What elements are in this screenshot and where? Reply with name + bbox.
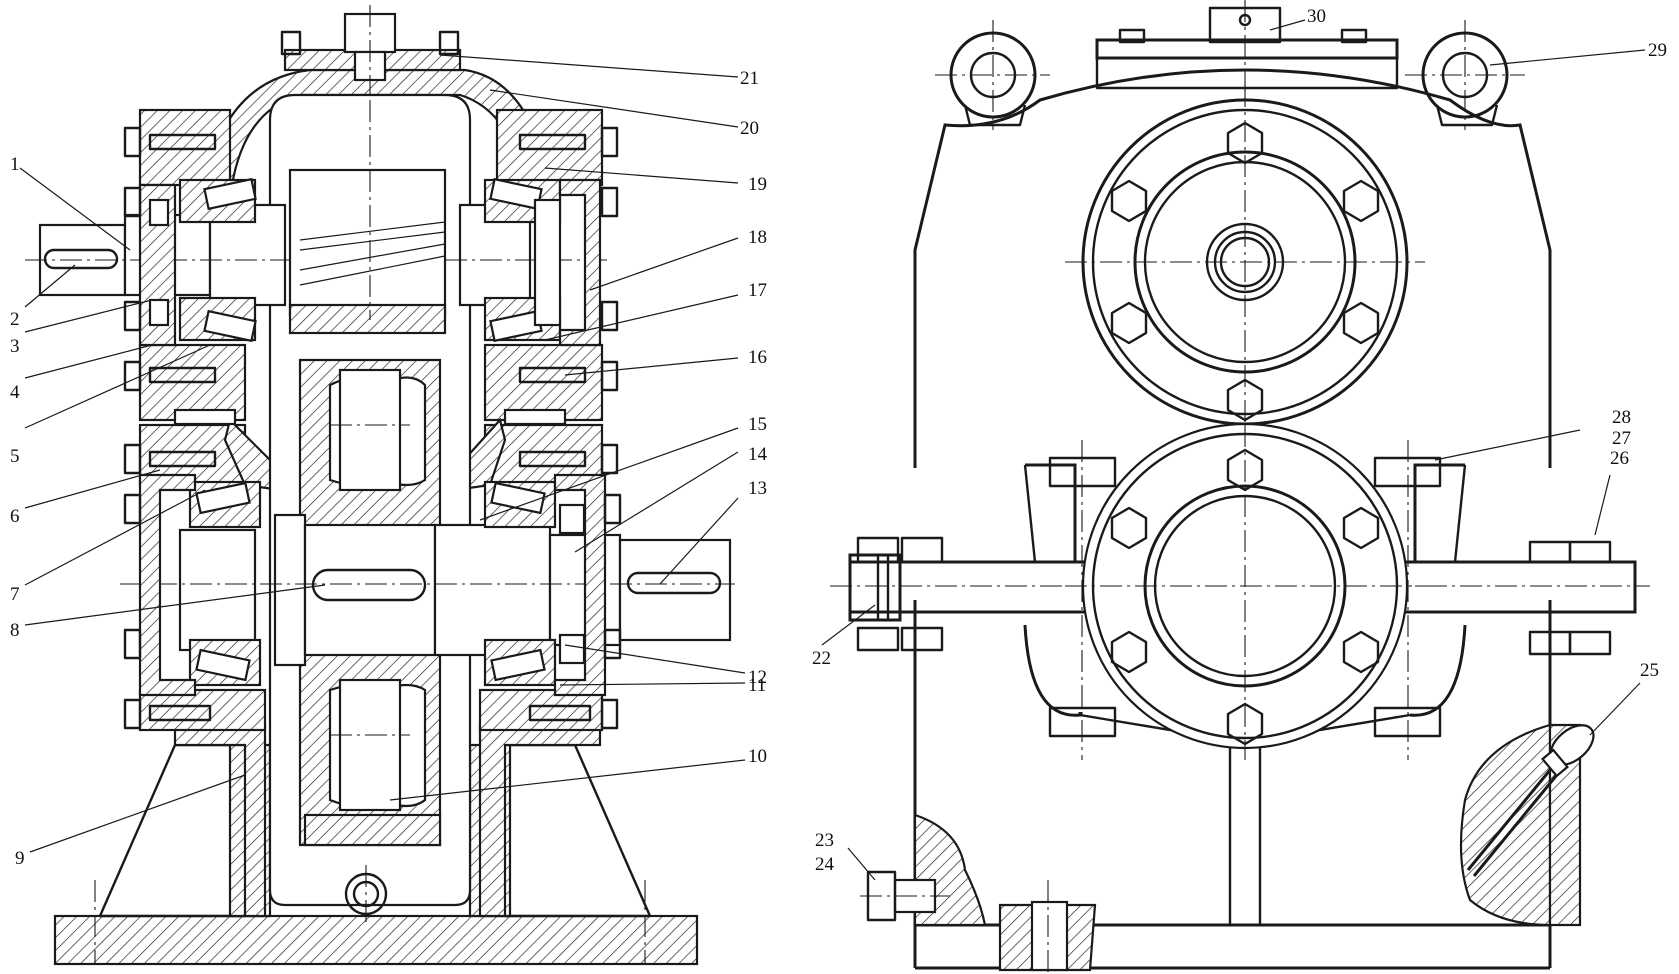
upper-end-caps xyxy=(138,178,602,347)
base-plate xyxy=(53,880,699,966)
callout-7: 7 xyxy=(10,584,20,605)
callout-21: 21 xyxy=(740,68,759,89)
drain-plug xyxy=(344,865,388,925)
left-section-view xyxy=(25,5,735,966)
flange-bolts xyxy=(856,440,1612,760)
side-drain-plug xyxy=(860,813,987,927)
callout-20: 20 xyxy=(740,118,759,139)
callout-14: 14 xyxy=(748,444,768,465)
callout-24: 24 xyxy=(815,854,835,875)
callout-19: 19 xyxy=(748,174,767,195)
callout-labels: 1 2 3 4 5 6 7 8 9 10 11 12 13 14 15 16 1… xyxy=(10,6,1667,875)
callout-1: 1 xyxy=(10,154,20,175)
upper-bearing-cover xyxy=(1065,85,1425,440)
callout-27: 27 xyxy=(1612,428,1631,449)
callout-3: 3 xyxy=(10,336,20,357)
inspection-cover xyxy=(1095,0,1399,100)
callout-15: 15 xyxy=(748,414,767,435)
lifting-eye-right xyxy=(1405,20,1525,130)
callout-18: 18 xyxy=(748,227,767,248)
callout-26: 26 xyxy=(1610,448,1629,469)
split-slots xyxy=(173,408,567,426)
leader-lines xyxy=(19,19,1646,881)
callout-17: 17 xyxy=(748,280,767,301)
upper-housing xyxy=(913,68,1552,468)
bolts-upper xyxy=(123,30,619,730)
cover-bolts xyxy=(1110,121,1380,746)
callout-29: 29 xyxy=(1648,40,1667,61)
callout-12: 12 xyxy=(748,667,767,688)
output-shaft xyxy=(120,513,735,667)
callout-28: 28 xyxy=(1612,407,1631,428)
callout-25: 25 xyxy=(1640,660,1659,681)
upper-bearings xyxy=(178,177,562,343)
callout-13: 13 xyxy=(748,478,767,499)
callout-10: 10 xyxy=(748,746,767,767)
right-exterior-view xyxy=(830,0,1650,974)
callout-16: 16 xyxy=(748,347,767,368)
oil-dipstick xyxy=(1459,723,1595,927)
lower-bearings xyxy=(188,480,557,687)
callout-2: 2 xyxy=(10,309,20,330)
callout-5: 5 xyxy=(10,446,20,467)
base-cutout xyxy=(998,880,1097,974)
lower-end-caps xyxy=(123,473,622,697)
callout-30: 30 xyxy=(1307,6,1326,27)
callout-22: 22 xyxy=(812,648,831,669)
lower-bearing-cover xyxy=(1065,422,1425,760)
callout-4: 4 xyxy=(10,382,20,403)
callout-9: 9 xyxy=(15,848,25,869)
callout-6: 6 xyxy=(10,506,20,527)
callout-23: 23 xyxy=(815,830,834,851)
callout-11: 11 xyxy=(748,675,766,696)
callout-8: 8 xyxy=(10,620,20,641)
lifting-eye-left xyxy=(935,20,1050,130)
